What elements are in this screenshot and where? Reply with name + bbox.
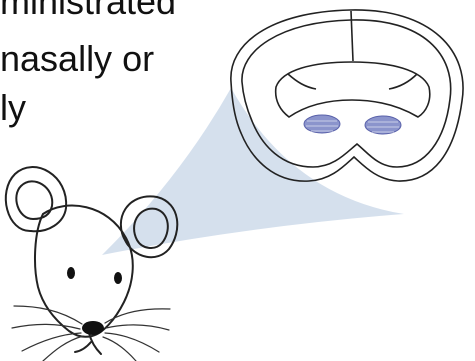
ventricle-outline (276, 62, 430, 117)
stain-spot-right (365, 116, 401, 134)
ventricle-curve-right (389, 74, 417, 89)
mouse-nose (82, 321, 104, 335)
brain-inner-outline (242, 20, 451, 167)
mouse-features (67, 267, 122, 335)
mouse-left-eye (67, 267, 75, 279)
whisker-right-2 (106, 325, 169, 330)
mouse-left-ear (6, 167, 66, 231)
projection-cone (102, 88, 404, 255)
whisker-left-3 (22, 333, 81, 351)
ventricle-curve-left (288, 74, 316, 89)
mouse-left-ear-inner (16, 181, 52, 219)
stain-spot-left (304, 115, 340, 133)
whisker-left-2 (12, 324, 80, 329)
whisker-right-4 (103, 337, 136, 361)
midline (351, 11, 353, 61)
whisker-right-3 (105, 333, 159, 352)
mouse-right-eye (114, 272, 122, 284)
stain-spots (304, 115, 401, 134)
